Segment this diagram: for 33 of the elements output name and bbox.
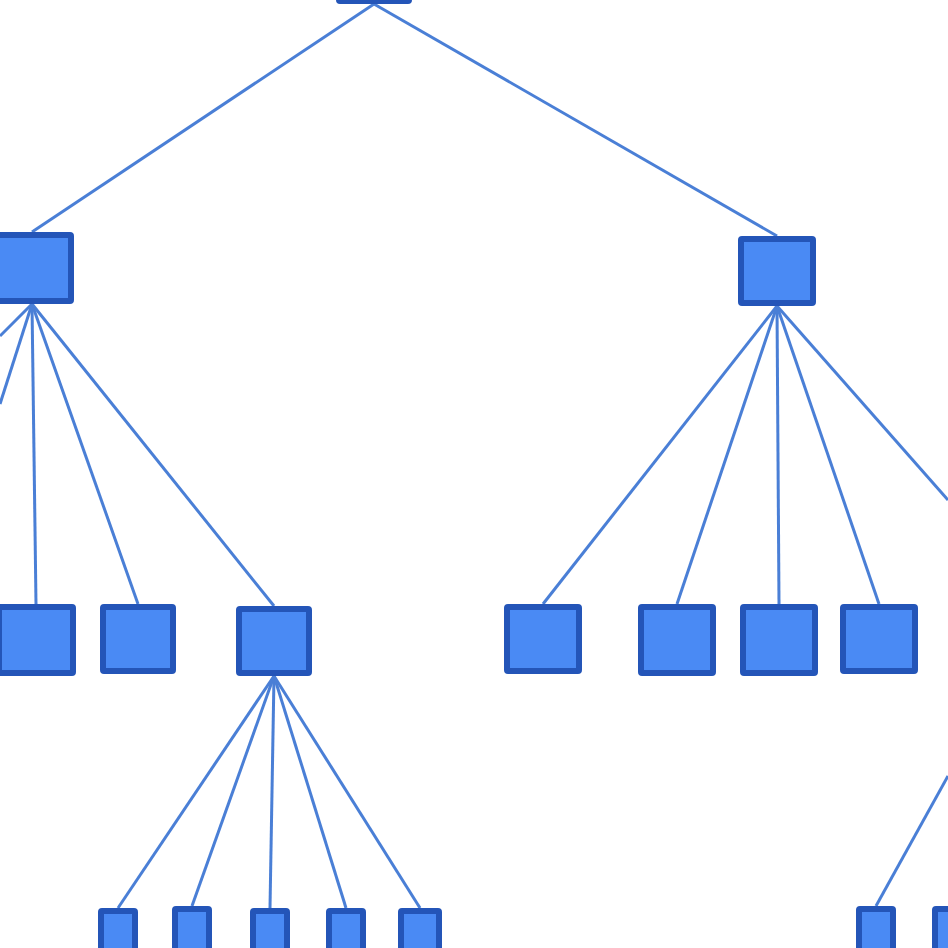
square-node: [840, 604, 918, 674]
square-node: [172, 906, 212, 948]
connector-line: [272, 675, 422, 909]
connector-line: [30, 303, 276, 607]
square-node: [638, 604, 716, 676]
square-node: [0, 232, 74, 304]
square-node: [98, 908, 138, 948]
square-node: [740, 604, 818, 676]
square-node: [856, 906, 896, 948]
connector-line: [31, 2, 375, 234]
square-node: [738, 236, 816, 306]
connector-line: [30, 303, 140, 605]
connector-line: [0, 303, 34, 405]
square-node: [100, 604, 176, 674]
connector-line: [874, 775, 948, 907]
connector-line: [775, 306, 781, 604]
square-node: [250, 908, 290, 948]
connector-line: [675, 305, 779, 605]
connector-line: [541, 305, 779, 605]
connector-line: [268, 675, 276, 909]
connector-line: [373, 2, 778, 238]
connector-line: [0, 302, 34, 338]
square-node: [398, 908, 442, 948]
square-node: [504, 604, 582, 674]
square-node: [236, 606, 312, 676]
square-node: [0, 604, 76, 676]
connector-line: [272, 675, 348, 909]
connector-line: [116, 675, 276, 909]
square-node: [326, 908, 366, 948]
connector-line: [775, 305, 948, 501]
connector-line: [190, 675, 276, 907]
connector-line: [775, 305, 881, 605]
connector-line: [30, 304, 38, 604]
